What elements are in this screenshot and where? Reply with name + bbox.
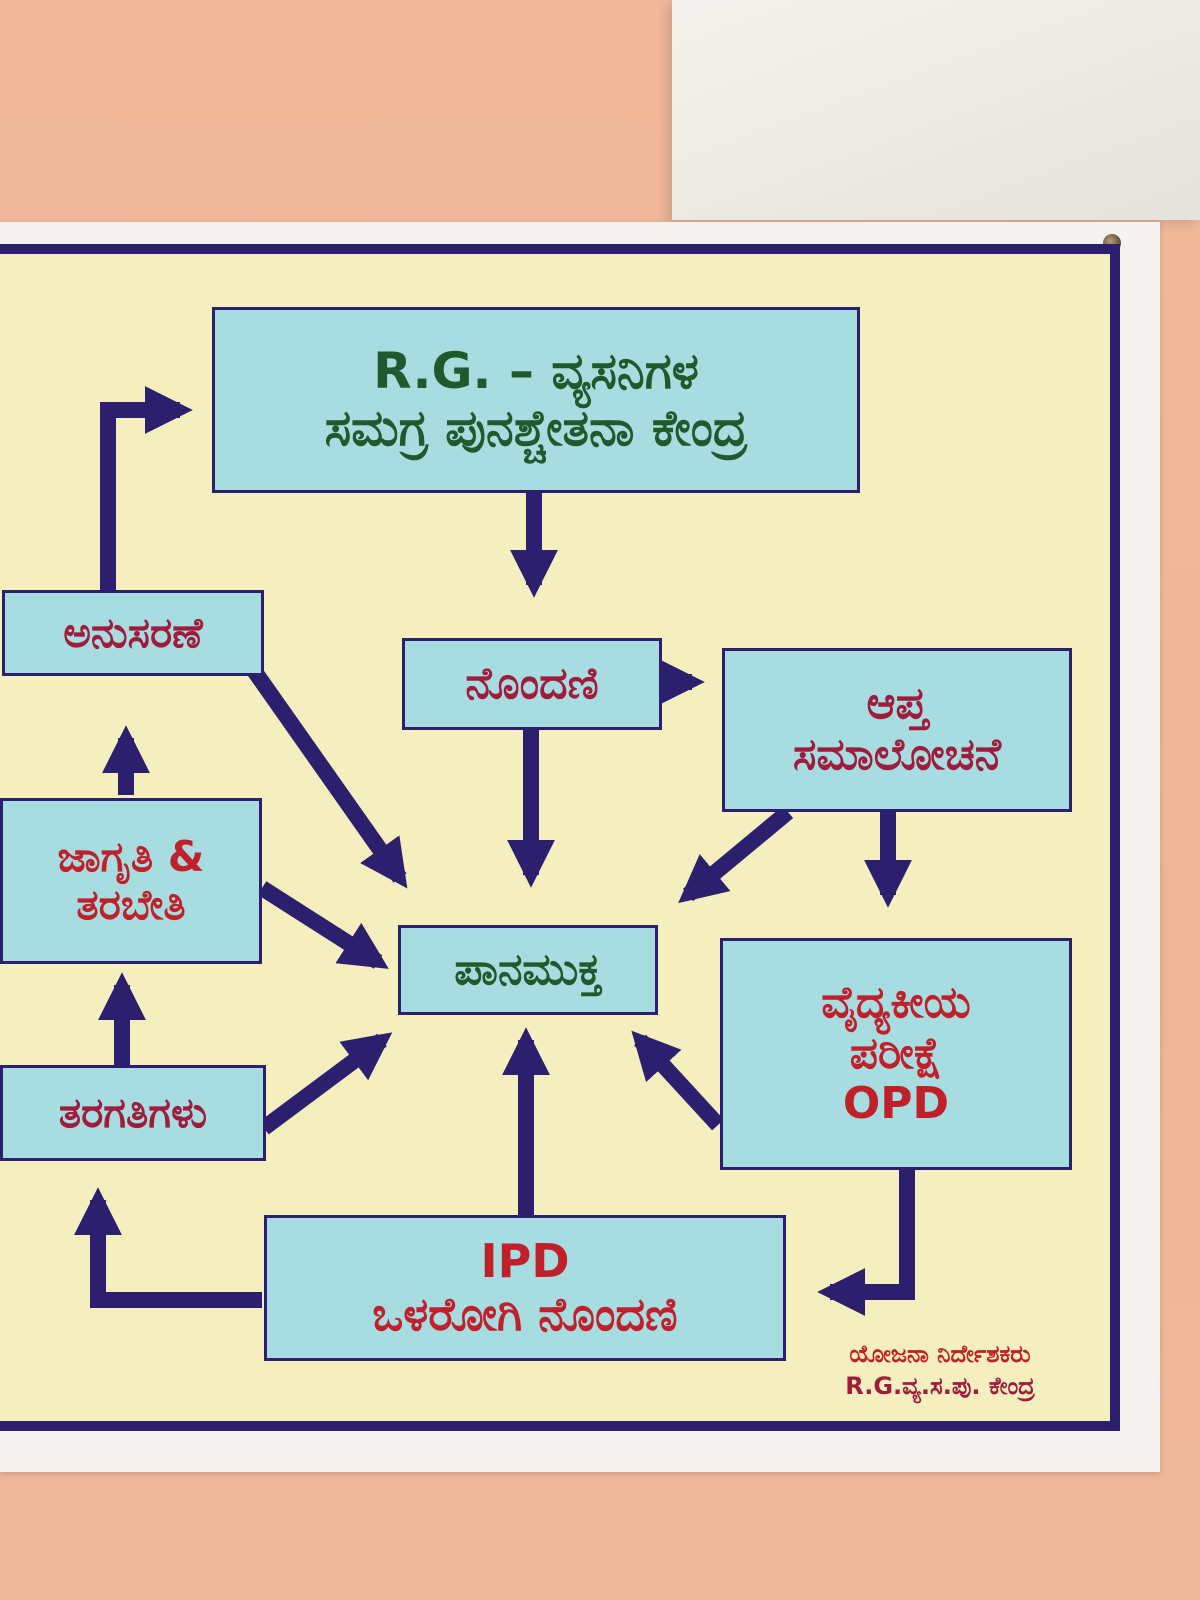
follow-up-label: ಅನುಸರಣೆ — [63, 607, 203, 657]
arrow-awareness-to-center — [257, 881, 389, 969]
arrow-medical-to-center — [631, 1030, 724, 1131]
ipd-label-line2: ಒಳರೋಗಿ ನೊಂದಣಿ — [372, 1287, 678, 1341]
counseling-box: ಆಪ್ತ ಸಮಾಲೋಚನೆ — [722, 648, 1072, 812]
medical-label-line3: OPD — [842, 1078, 950, 1130]
arrow-medical-to-ipd — [817, 1168, 915, 1316]
classes-box: ತರಗತಿಗಳು — [0, 1065, 266, 1161]
awareness-label-line1: ಜಾಗೃತಿ & — [57, 831, 205, 881]
registration-box: ನೊಂದಣಿ — [402, 638, 662, 730]
arrow-counseling-to-center — [678, 805, 794, 904]
medical-label-line1: ವೈದ್ಯಕೀಯ — [821, 977, 971, 1029]
medical-examination-box: ವೈದ್ಯಕೀಯ ಪರೀಕ್ಷೆ OPD — [720, 938, 1072, 1170]
poster-footer: ಯೋಜನಾ ನಿರ್ದೇಶಕರು R.G.ವ್ಯ.ಸ.ಪು. ಕೇಂದ್ರ — [790, 1338, 1090, 1403]
arrow-followup-to-top — [100, 386, 193, 592]
registration-label: ನೊಂದಣಿ — [465, 657, 599, 709]
rehabilitation-center-subtitle: ಸಮಗ್ರ ಪುನಶ್ಚೇತನಾ ಕೇಂದ್ರ — [324, 399, 748, 457]
arrow-ipd-to-classes — [74, 1187, 262, 1308]
arrow-classes-to-center — [259, 1032, 393, 1135]
rehabilitation-center-box: R.G. – ವ್ಯಸನಿಗಳ ಸಮಗ್ರ ಪುನಶ್ಚೇತನಾ ಕೇಂದ್ರ — [212, 307, 860, 493]
classes-label: ತರಗತಿಗಳು — [58, 1087, 208, 1137]
rehabilitation-center-title: R.G. – ವ್ಯಸನಿಗಳ — [373, 341, 699, 400]
counseling-label-line1: ಆಪ್ತ — [866, 678, 928, 730]
ipd-box: IPD ಒಳರೋಗಿ ನೊಂದಣಿ — [264, 1215, 786, 1361]
medical-label-line2: ಪರೀಕ್ಷೆ — [849, 1027, 943, 1079]
awareness-training-box: ಜಾಗೃತಿ & ತರಬೇತಿ — [0, 798, 262, 964]
wall-corner — [672, 0, 1200, 220]
sobriety-label: ಪಾನಮುಕ್ತ — [454, 943, 602, 995]
counseling-label-line2: ಸಮಾಲೋಚನೆ — [792, 729, 1002, 780]
footer-director: ಯೋಜನಾ ನಿರ್ದೇಶಕರು — [849, 1340, 1031, 1368]
sobriety-center-box: ಪಾನಮುಕ್ತ — [398, 925, 658, 1015]
footer-center-name: R.G.ವ್ಯ.ಸ.ಪು. ಕೇಂದ್ರ — [845, 1372, 1035, 1401]
ipd-label-line1: IPD — [480, 1234, 570, 1289]
awareness-label-line2: ತರಬೇತಿ — [76, 880, 186, 929]
follow-up-box: ಅನುಸರಣೆ — [2, 590, 264, 676]
arrow-followup-to-center — [241, 657, 408, 889]
